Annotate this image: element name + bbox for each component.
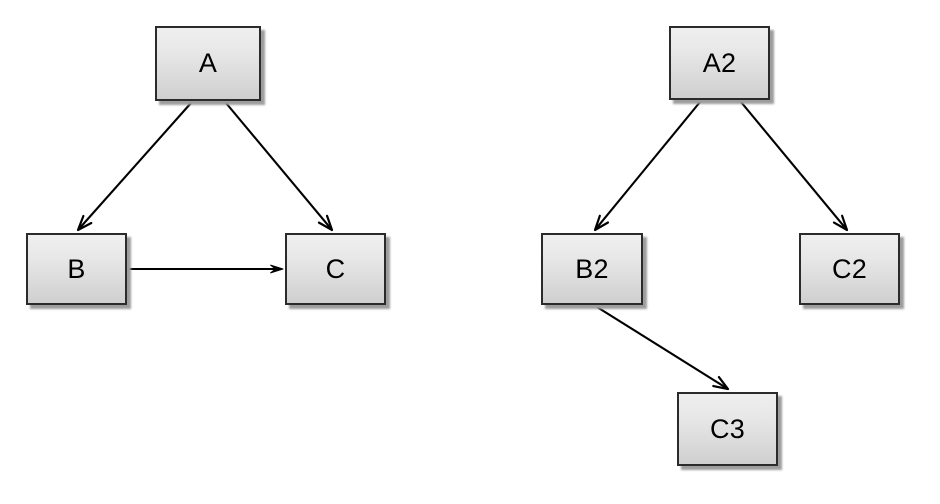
edge-A-C bbox=[225, 102, 334, 232]
node-label-c3: C3 bbox=[710, 413, 745, 444]
node-b[interactable]: B bbox=[26, 233, 127, 305]
node-a2[interactable]: A2 bbox=[669, 26, 770, 100]
edge-line bbox=[596, 101, 701, 229]
node-b2[interactable]: B2 bbox=[541, 233, 643, 305]
edge-A-B bbox=[76, 102, 192, 232]
edge-line bbox=[596, 306, 727, 389]
arrowhead-filled bbox=[270, 264, 284, 274]
arrowhead-open bbox=[712, 375, 730, 391]
arrowhead-open bbox=[76, 214, 93, 232]
edge-A2-B2 bbox=[593, 101, 701, 232]
node-label-a: A bbox=[198, 48, 218, 78]
edge-line bbox=[79, 102, 192, 229]
edge-B2-C3 bbox=[596, 306, 730, 391]
edge-B-C bbox=[129, 264, 284, 274]
node-label-c2: C2 bbox=[832, 253, 867, 284]
node-c3[interactable]: C3 bbox=[677, 392, 778, 466]
edge-line bbox=[225, 102, 331, 229]
node-label-b: B bbox=[67, 253, 86, 284]
node-label-b2: B2 bbox=[575, 253, 609, 284]
node-c2[interactable]: C2 bbox=[799, 233, 900, 305]
node-label-c: C bbox=[325, 253, 346, 284]
node-c[interactable]: C bbox=[285, 233, 386, 305]
arrowhead-open bbox=[832, 214, 849, 232]
arrowhead-open bbox=[593, 214, 610, 232]
edge-line bbox=[740, 101, 846, 229]
node-label-a2: A2 bbox=[702, 47, 737, 78]
edge-A2-C2 bbox=[740, 101, 849, 232]
arrowhead-open bbox=[317, 214, 334, 232]
node-a[interactable]: A bbox=[155, 26, 261, 101]
